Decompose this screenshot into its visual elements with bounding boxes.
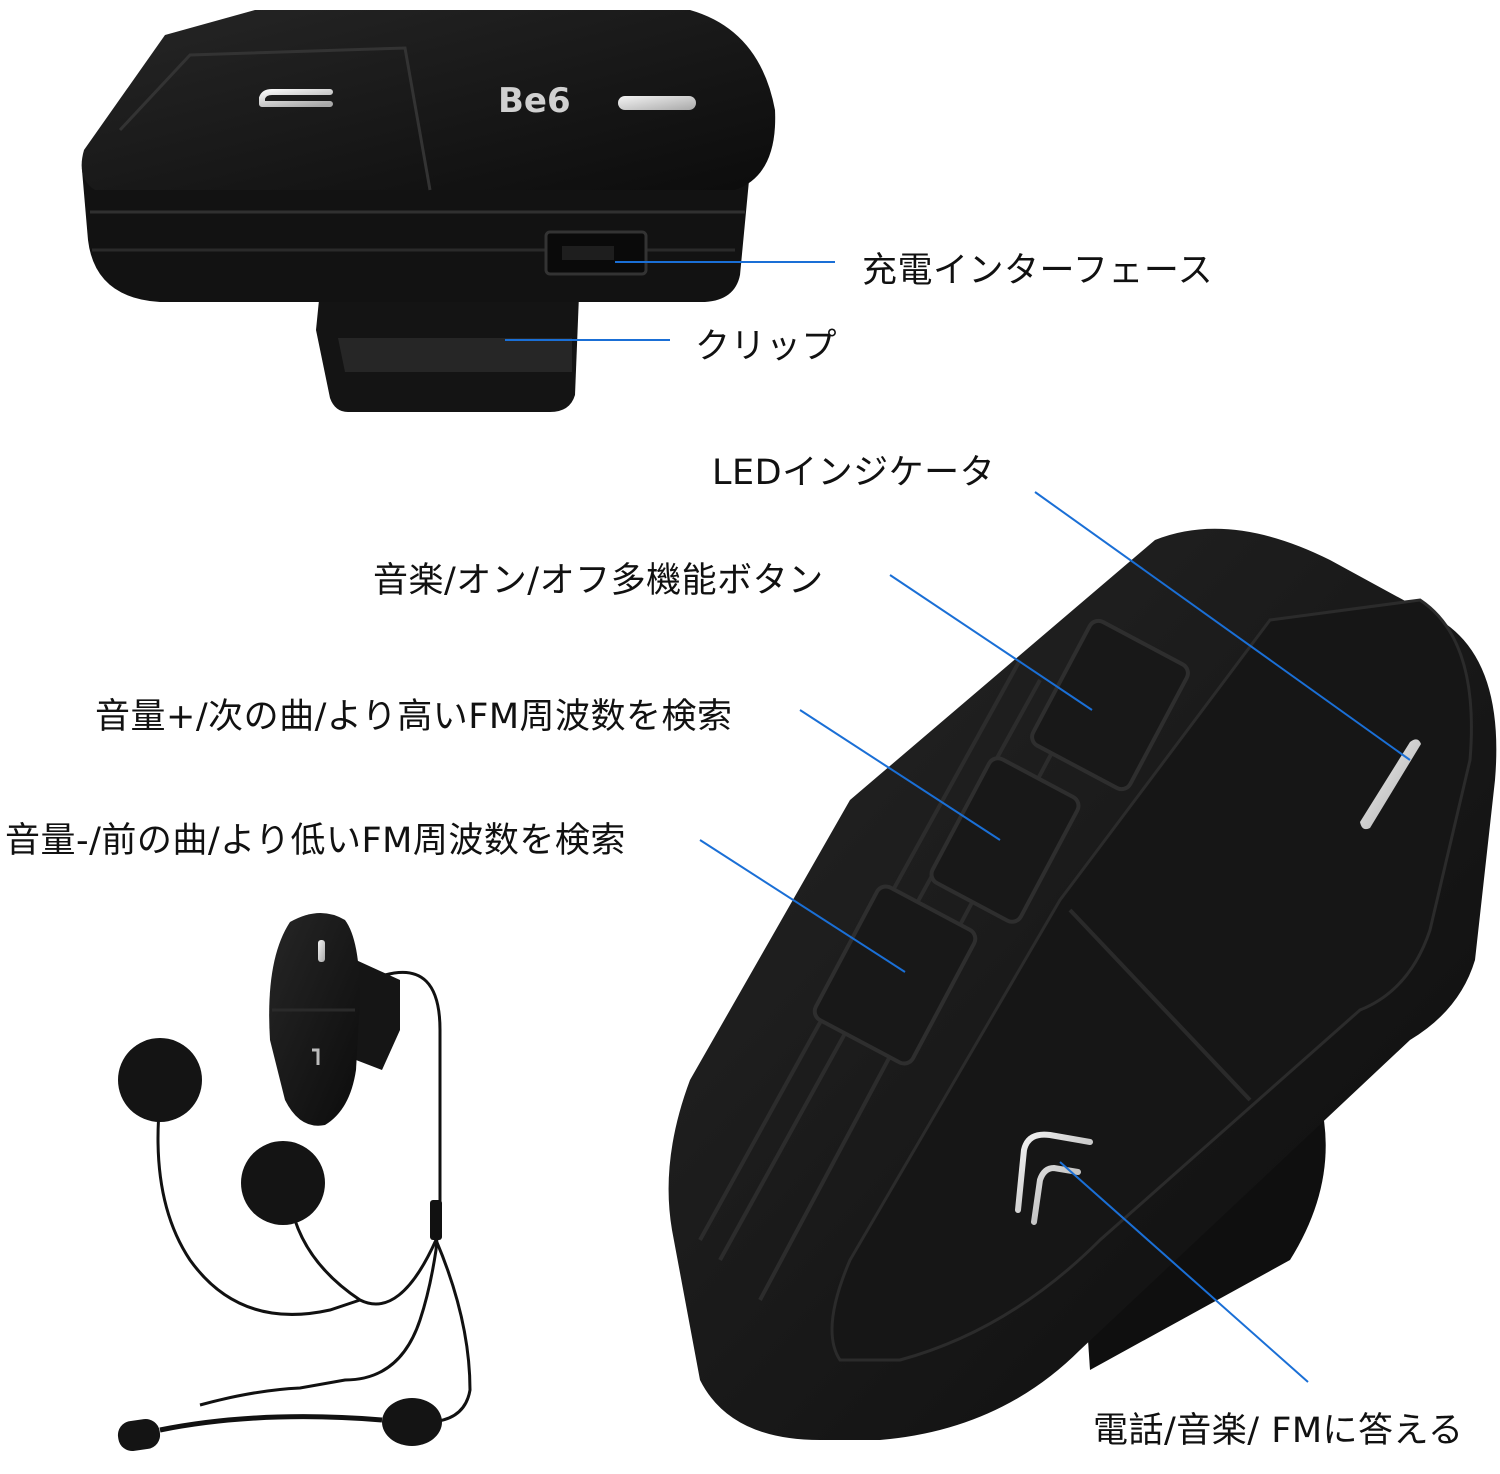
kit-cable bbox=[199, 970, 442, 1407]
label-music-power-button: 音楽/オン/オフ多機能ボタン bbox=[373, 561, 824, 601]
volume-up-button[interactable] bbox=[928, 755, 1082, 926]
speaker-right bbox=[241, 1141, 325, 1225]
music-power-button[interactable] bbox=[1029, 617, 1192, 792]
brand-logo: Be6 bbox=[498, 81, 571, 121]
label-phone-button: 電話/音楽/ FMに答える bbox=[1093, 1411, 1464, 1451]
top-device: Be6 bbox=[81, 10, 776, 412]
speaker-left bbox=[118, 1038, 202, 1122]
small-device-body bbox=[269, 912, 360, 1126]
phone-button-icon-top bbox=[259, 89, 333, 107]
main-device-front-panel bbox=[830, 598, 1473, 1362]
top-device-upper-shell bbox=[81, 10, 776, 190]
leader-lines bbox=[505, 261, 1411, 1383]
led-strip-top bbox=[618, 96, 696, 110]
label-clip: クリップ bbox=[695, 327, 838, 367]
clip-slot bbox=[338, 338, 572, 372]
headset-kit bbox=[117, 912, 472, 1451]
small-device-clip bbox=[356, 960, 400, 1070]
volume-down-button[interactable] bbox=[811, 883, 979, 1067]
phone-button-icon bbox=[1015, 1131, 1093, 1225]
boom-mic bbox=[117, 1419, 161, 1451]
mic-base bbox=[382, 1398, 442, 1446]
leader-music-power bbox=[889, 574, 1093, 711]
label-volume-up-button: 音量+/次の曲/より高いFM周波数を検索 bbox=[95, 697, 733, 737]
label-charging-port: 充電インターフェース bbox=[862, 251, 1214, 291]
main-device bbox=[668, 528, 1497, 1440]
led-indicator bbox=[1360, 739, 1421, 830]
label-led-indicator: LEDインジケータ bbox=[712, 453, 996, 493]
leader-volume-up bbox=[799, 709, 1001, 841]
leader-volume-down bbox=[699, 839, 906, 973]
leader-phone-button bbox=[1059, 1161, 1309, 1383]
label-volume-down-button: 音量-/前の曲/より低いFM周波数を検索 bbox=[5, 821, 626, 861]
leader-led bbox=[1034, 491, 1411, 761]
